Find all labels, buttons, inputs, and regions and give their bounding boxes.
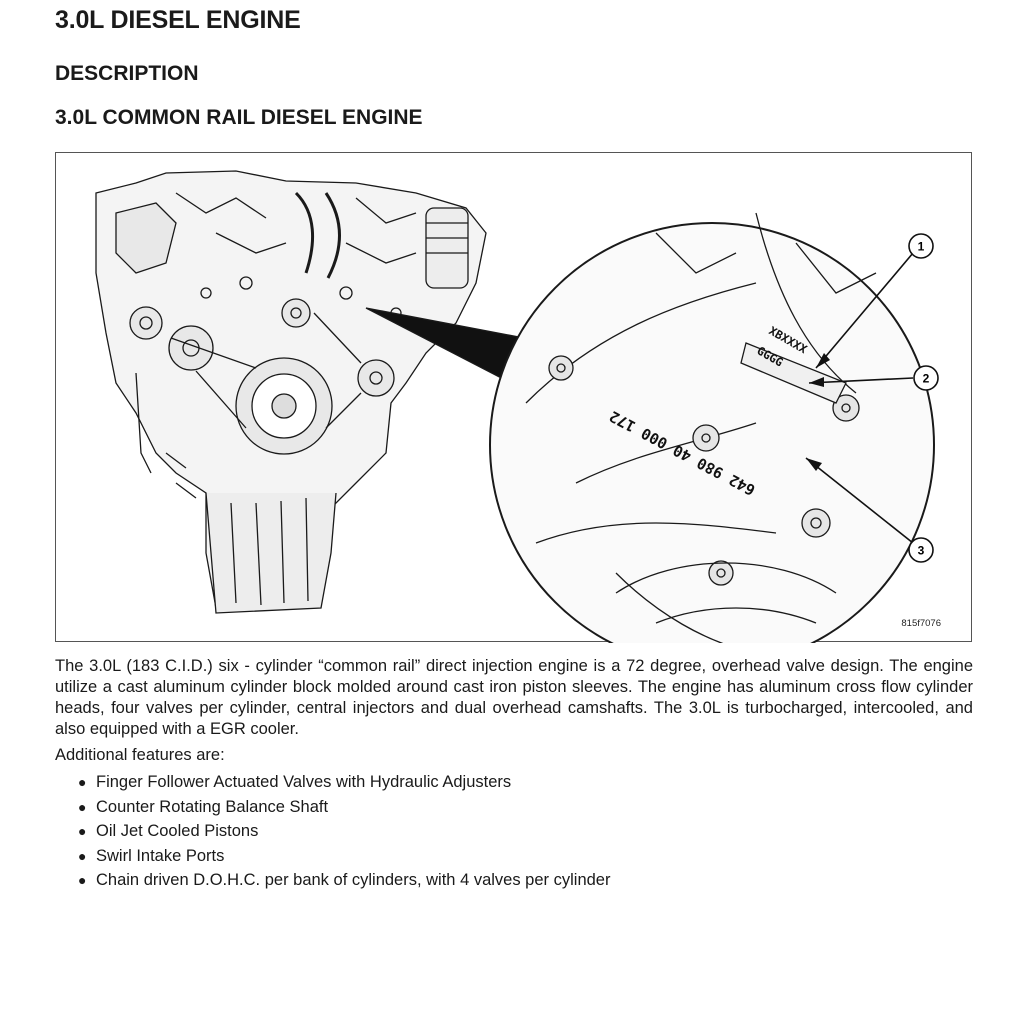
features-list: ● Finger Follower Actuated Valves with Hy… xyxy=(55,770,610,893)
engine-figure: XBXXXX GGGG 642 980 40 000 172 1 2 xyxy=(55,152,972,643)
list-item: ● Oil Jet Cooled Pistons xyxy=(55,819,610,844)
description-paragraph: The 3.0L (183 C.I.D.) six - cylinder “co… xyxy=(55,657,973,738)
bullet-icon: ● xyxy=(78,774,87,790)
callout-2: 2 xyxy=(913,365,939,391)
list-item-label: Counter Rotating Balance Shaft xyxy=(96,797,329,816)
magnified-detail xyxy=(489,212,935,643)
list-item-label: Chain driven D.O.H.C. per bank of cylind… xyxy=(96,871,611,890)
list-item: ● Chain driven D.O.H.C. per bank of cylin… xyxy=(55,868,610,893)
list-item: ● Counter Rotating Balance Shaft xyxy=(55,795,610,820)
list-item-label: Swirl Intake Ports xyxy=(96,846,225,865)
subsection-heading: 3.0L COMMON RAIL DIESEL ENGINE xyxy=(55,106,423,129)
bullet-icon: ● xyxy=(78,872,87,889)
svg-text:2: 2 xyxy=(923,372,930,386)
section-heading: DESCRIPTION xyxy=(55,62,199,85)
engine-illustration: XBXXXX GGGG 642 980 40 000 172 1 2 xyxy=(95,170,939,643)
list-item: ● Finger Follower Actuated Valves with Hy… xyxy=(55,770,610,795)
svg-text:1: 1 xyxy=(918,240,925,254)
callout-1: 1 xyxy=(908,233,934,259)
engine-drawing xyxy=(95,170,487,614)
bullet-icon: ● xyxy=(78,823,87,840)
list-item: ● Swirl Intake Ports xyxy=(55,844,610,869)
features-intro: Additional features are: xyxy=(55,746,225,764)
list-item-label: Finger Follower Actuated Valves with Hyd… xyxy=(96,773,512,791)
callout-3: 3 xyxy=(908,537,934,563)
svg-text:3: 3 xyxy=(918,544,925,558)
page-title: 3.0L DIESEL ENGINE xyxy=(55,6,301,34)
list-item-label: Oil Jet Cooled Pistons xyxy=(96,822,259,841)
bullet-icon: ● xyxy=(78,798,87,815)
bullet-icon: ● xyxy=(78,847,87,864)
figure-id: 815f7076 xyxy=(901,618,941,629)
